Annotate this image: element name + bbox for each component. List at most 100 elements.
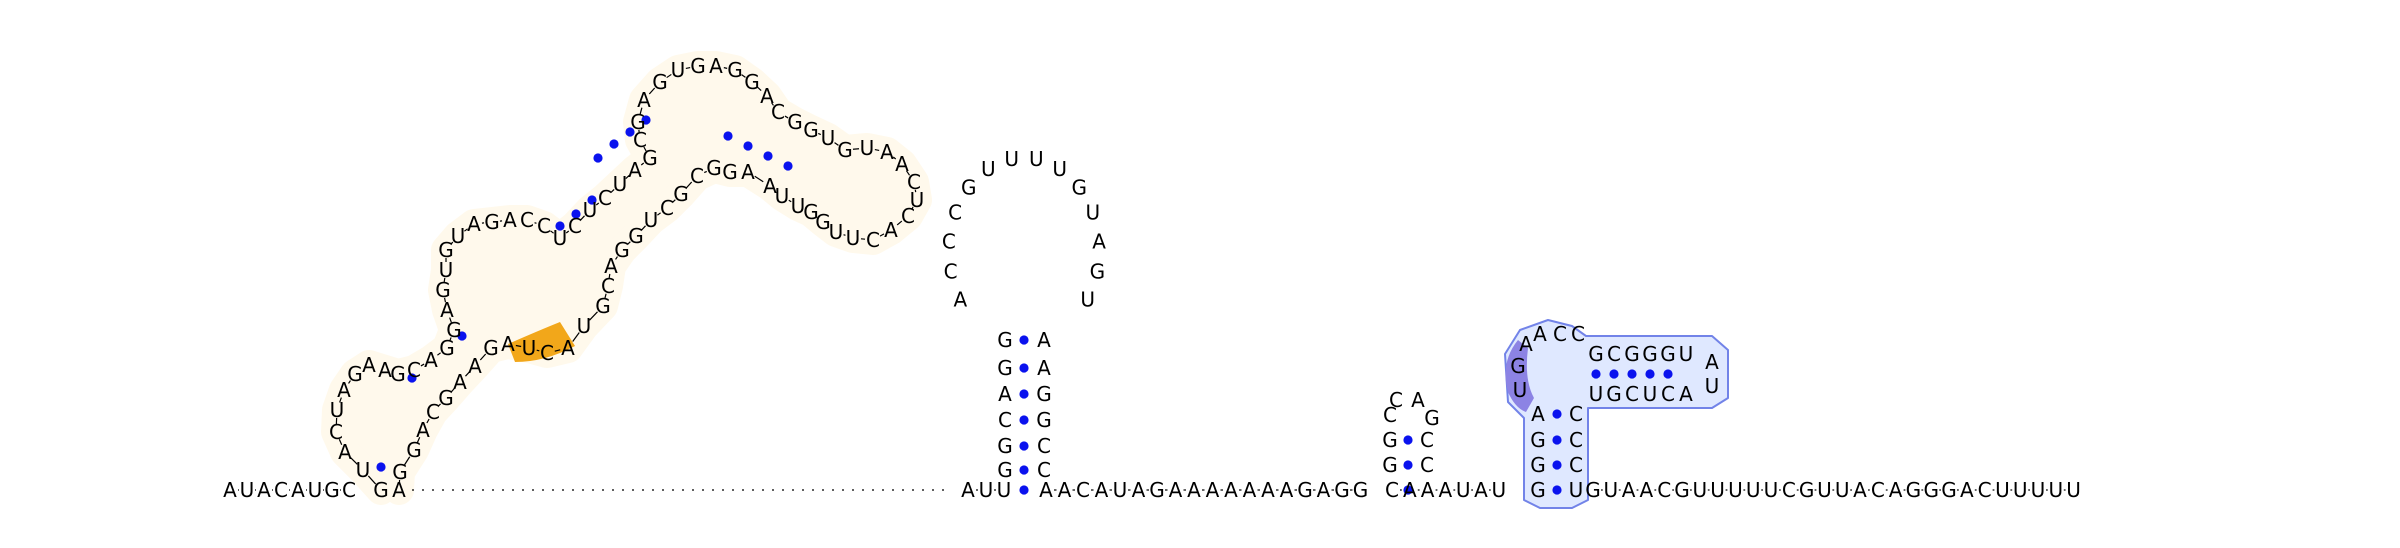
strand-nucleotide: A xyxy=(1474,478,1488,502)
domain1-nucleotide: C xyxy=(901,204,915,228)
backbone-segment xyxy=(643,146,647,152)
base-pair-dot xyxy=(1552,460,1562,470)
domain1-nucleotide: G xyxy=(815,210,831,234)
strand-nucleotide: U xyxy=(2048,478,2063,502)
strand-nucleotide: A xyxy=(1622,478,1636,502)
base-pair-dot xyxy=(1019,441,1029,451)
hairpin1-nucleotide: G xyxy=(997,458,1013,482)
domain2-top-nucleotide: G xyxy=(1660,342,1676,366)
domain1-nucleotide: G xyxy=(614,238,630,262)
backbone-segment xyxy=(666,73,672,79)
strand-nucleotide: G xyxy=(1297,478,1313,502)
base-pair-dots xyxy=(376,115,1673,495)
backbone-segment xyxy=(479,353,487,361)
domain2-loop-nucleotide: G xyxy=(1510,354,1526,378)
domain1-nucleotide: A xyxy=(604,254,618,278)
domain1-nucleotide: U xyxy=(671,58,686,82)
domain2-loop-nucleotide: A xyxy=(1519,332,1533,356)
base-pair-dot xyxy=(1552,485,1562,495)
strand-nucleotide: U xyxy=(979,478,994,502)
domain1-nucleotide: A xyxy=(895,152,909,176)
base-pair-dot xyxy=(1552,435,1562,445)
domain1-nucleotide: A xyxy=(416,418,430,442)
domain1-nucleotide: G xyxy=(744,70,760,94)
domain1-nucleotide: C xyxy=(520,208,534,232)
backbone-segment xyxy=(892,156,897,160)
hairpin2-loop-nucleotide: C xyxy=(1389,388,1403,412)
strand-nucleotide: C xyxy=(1385,478,1399,502)
strand-nucleotide: U xyxy=(1817,478,1832,502)
domain1-nucleotide: G xyxy=(706,156,722,180)
domain1-nucleotide: U xyxy=(846,226,861,250)
strand-nucleotide: U xyxy=(240,478,255,502)
backbone-segment xyxy=(834,142,839,146)
base-pair-dot xyxy=(1403,460,1413,470)
domain1-nucleotide: U xyxy=(583,198,598,222)
base-pair-dot xyxy=(1609,369,1619,379)
base-pair-dot xyxy=(1591,369,1601,379)
hairpin1-loop-nucleotide: G xyxy=(1071,175,1087,199)
strand-nucleotide: C xyxy=(274,478,288,502)
backbone-segment xyxy=(534,222,537,224)
domain1-nucleotide: C xyxy=(690,164,704,188)
strand-nucleotide: U xyxy=(1456,478,1471,502)
hairpin1-loop-nucleotide: C xyxy=(944,260,958,284)
domain1-nucleotide: G xyxy=(628,224,644,248)
base-pair-dot xyxy=(641,115,651,125)
hairpin1-nucleotide: C xyxy=(1037,458,1051,482)
strand-nucleotide: A xyxy=(1132,478,1146,502)
backbone-segment xyxy=(595,202,600,206)
backbone-segment xyxy=(350,457,358,465)
backbone-segment xyxy=(757,87,762,91)
strand-nucleotide: A xyxy=(961,478,975,502)
strand-nucleotide: U xyxy=(1692,478,1707,502)
domain1-nucleotide: G xyxy=(435,278,451,302)
domain2-top-nucleotide: G xyxy=(1588,342,1604,366)
domain2-bottom-nucleotide: U xyxy=(1589,382,1604,406)
domain1-nucleotide: U xyxy=(613,172,628,196)
backbone-segment xyxy=(565,230,570,234)
domain2-stem-nucleotide: C xyxy=(1569,428,1583,452)
backbone-segment xyxy=(426,418,430,424)
backbone-segment xyxy=(515,344,522,348)
domain2-top-nucleotide: C xyxy=(1607,342,1621,366)
base-pair-dot xyxy=(376,462,386,472)
domain1-nucleotide: A xyxy=(378,358,392,382)
backbone-segment xyxy=(536,349,540,352)
backbone-segment xyxy=(703,170,708,174)
hairpin2-nucleotide: G xyxy=(1382,453,1398,477)
base-pair-dot xyxy=(743,141,753,151)
domain1-nucleotide: A xyxy=(741,160,755,184)
domain1-nucleotide: A xyxy=(628,158,642,182)
domain1-nucleotide: G xyxy=(484,210,500,234)
backbone-segment xyxy=(627,241,631,245)
backbone-segment xyxy=(464,228,468,232)
base-pair-dot xyxy=(1019,415,1029,425)
backbone-segment xyxy=(657,212,661,216)
domain1-nucleotide: G xyxy=(803,118,819,142)
backbone-segment xyxy=(403,456,411,466)
domain1-nucleotide: A xyxy=(501,332,515,356)
domain1-nucleotide: G xyxy=(439,336,455,360)
backbone-segment xyxy=(641,225,646,231)
domain1-nucleotide: G xyxy=(722,160,738,184)
domain1-nucleotide: G xyxy=(595,294,611,318)
domain1-nucleotide: A xyxy=(392,478,406,502)
strand-nucleotide: C xyxy=(342,478,356,502)
domain2-stem-nucleotide: A xyxy=(1531,402,1545,426)
hairpin1-nucleotide: G xyxy=(1036,408,1052,432)
domain1-nucleotide: A xyxy=(337,378,351,402)
base-pair-dot xyxy=(1627,369,1637,379)
domain2-bottom-nucleotide: C xyxy=(1661,382,1675,406)
backbone-segment xyxy=(604,293,607,299)
strand-nucleotide: U xyxy=(308,478,323,502)
backbone-segment xyxy=(896,220,903,226)
base-pair-dot xyxy=(625,127,635,137)
domain1-nucleotide: G xyxy=(673,182,689,206)
domain1-nucleotide: U xyxy=(439,258,454,282)
domain2-bottom-nucleotide: A xyxy=(1679,382,1693,406)
domain1-nucleotide: A xyxy=(424,348,438,372)
domain1-nucleotide: U xyxy=(451,224,466,248)
domain2-stem-nucleotide: G xyxy=(1530,453,1546,477)
strand-nucleotide: A xyxy=(1280,478,1294,502)
